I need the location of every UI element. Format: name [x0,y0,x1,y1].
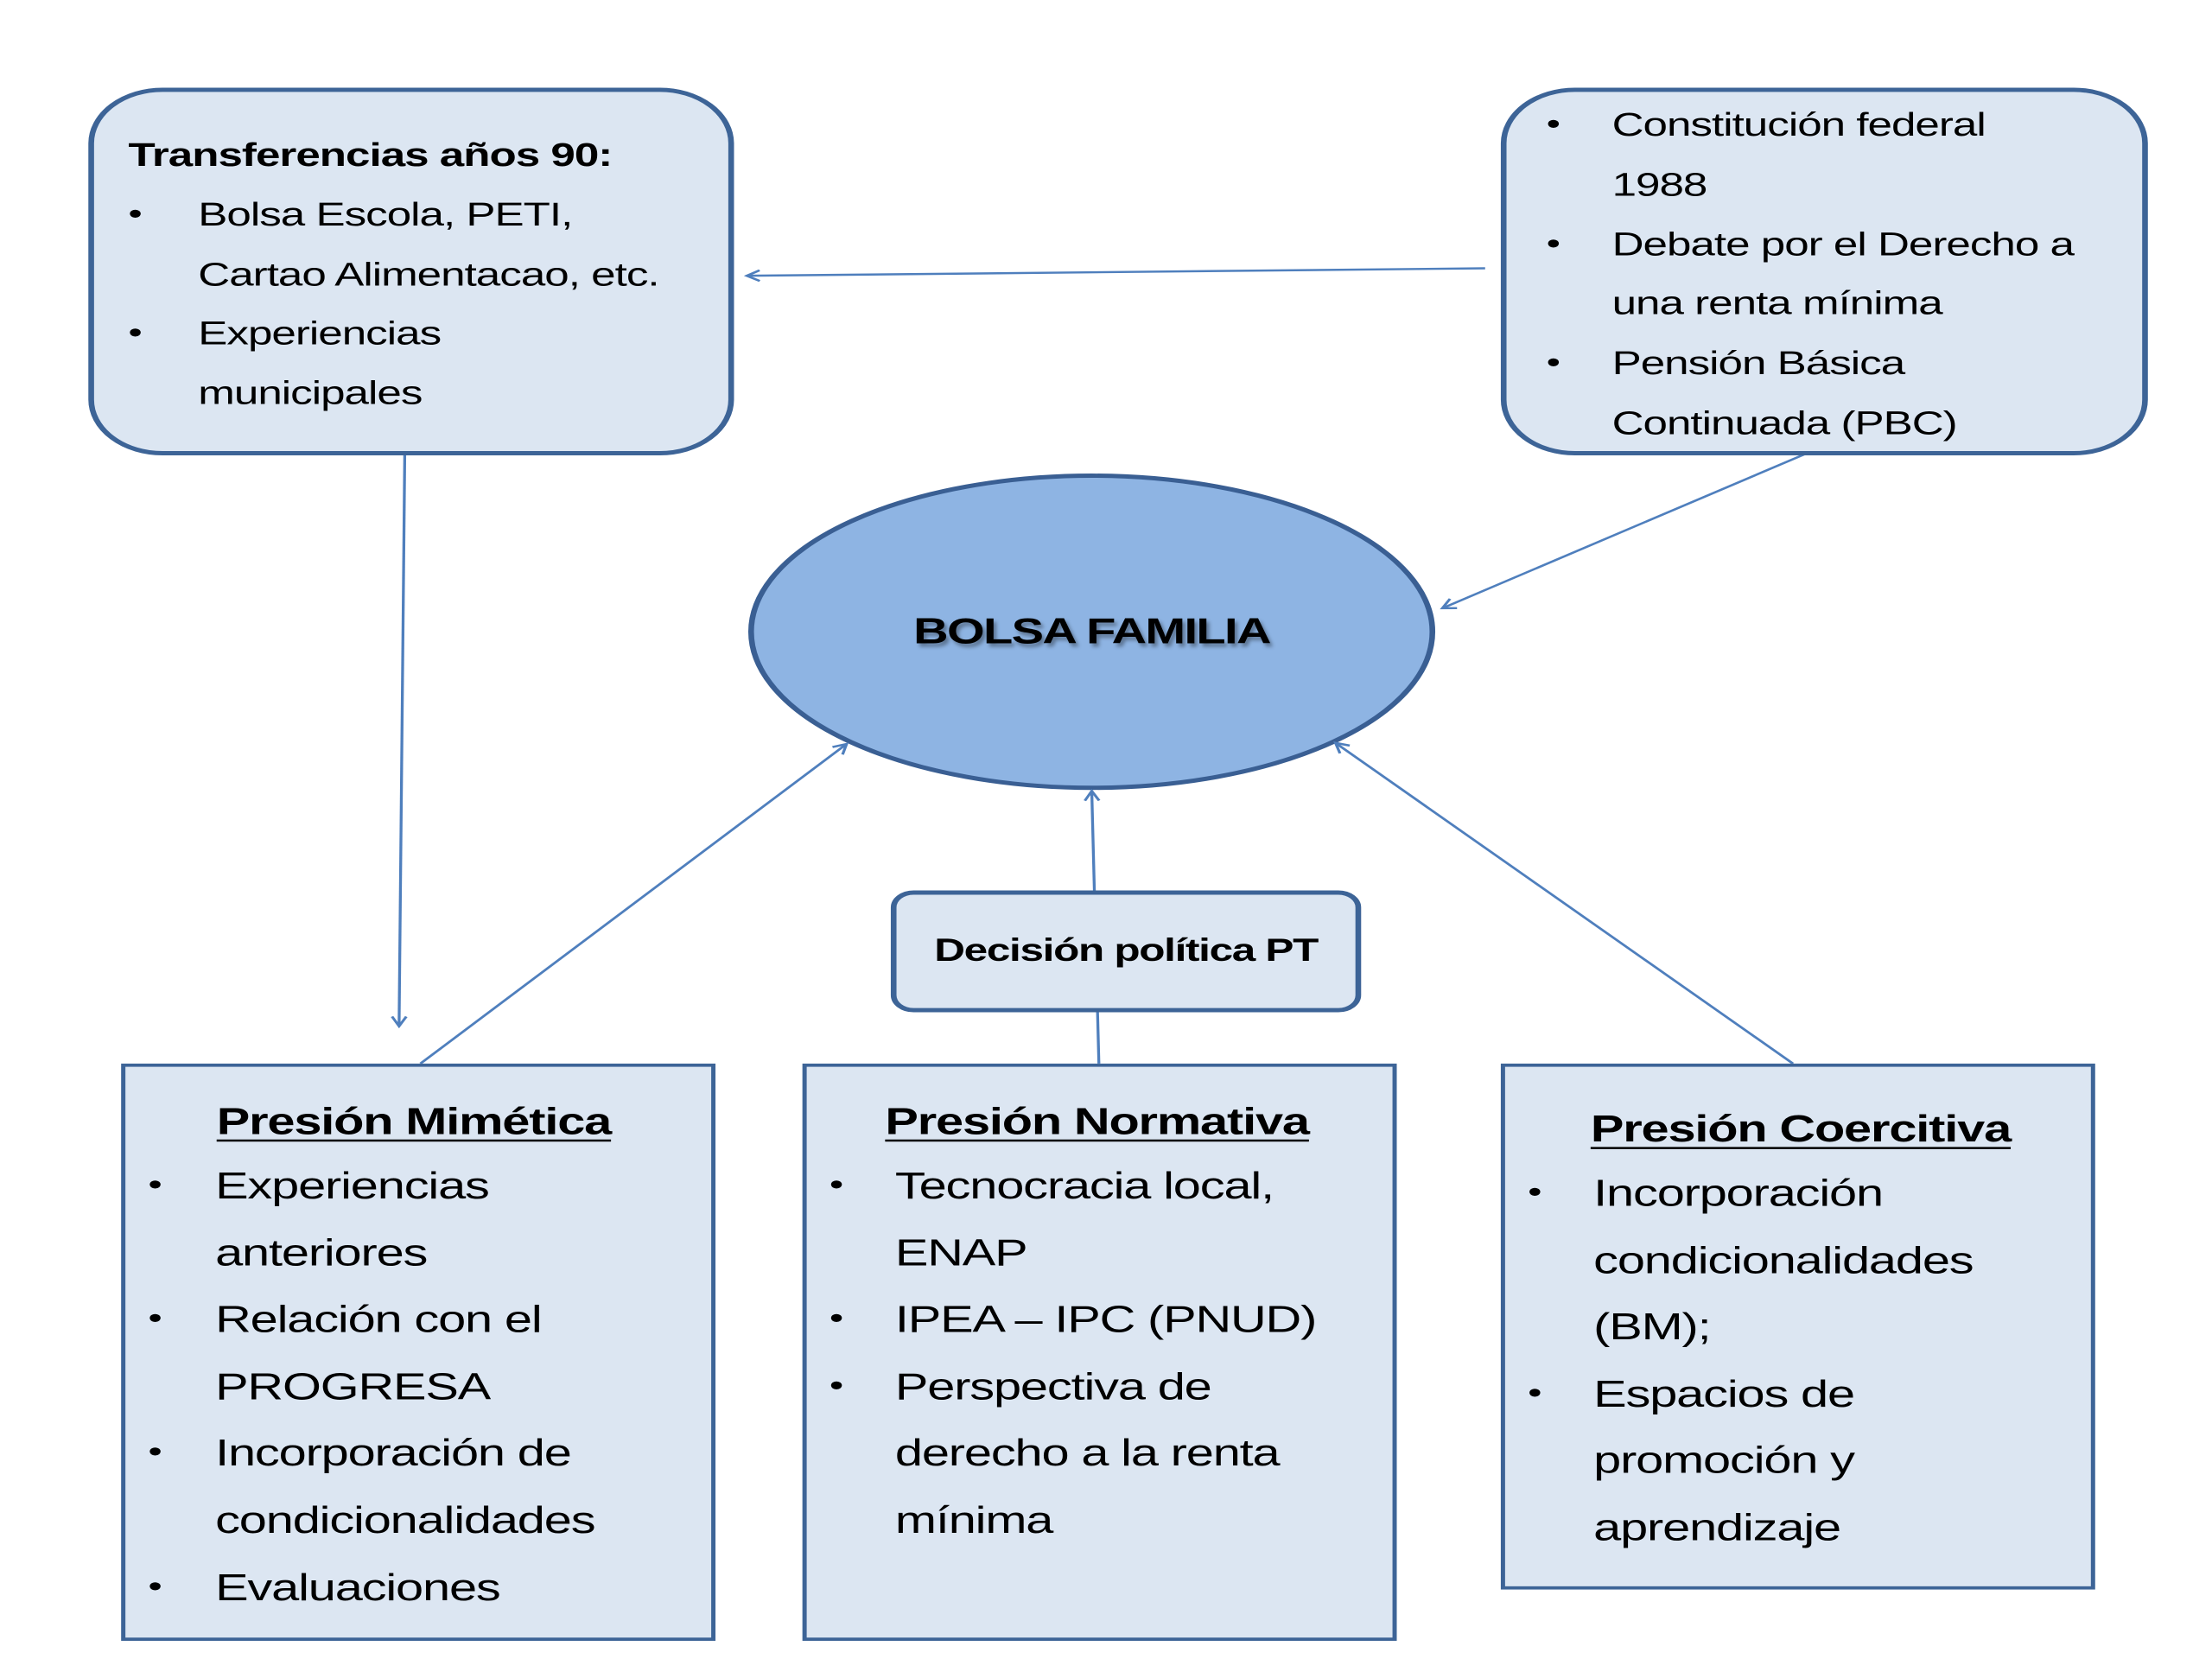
connector-arrow [747,267,1485,276]
normative-pressure-box[interactable]: Presión Normativa • Tecnocracia local, ENA… [802,1063,1397,1641]
list-item-text: Constitución federal [1611,105,1986,143]
list-item-text: condicionalidades [1593,1239,1974,1281]
bolsa-familia-label: BOLSA FAMILIA [913,611,1271,652]
list-item-text: Cartao Alimentacao, etc. [198,255,659,293]
list-item-text: 1988 [1611,165,1708,203]
top-right-box[interactable]: • Constitución federal 1988 • Debate por el … [1500,87,2148,456]
list-item-text: Pensión Básica [1611,344,1906,382]
top-left-box[interactable]: Transferencias años 90: • Bolsa Escola, P… [88,87,734,456]
coercive-title: Presión Coercitiva [1590,1108,2012,1151]
list-item-text: PROGRESA [215,1365,491,1408]
list-item-text: IPEA – IPC (PNUD) [894,1299,1317,1341]
list-item-text: (BM); [1593,1306,1711,1349]
bullet-icon: • [128,196,143,230]
decision-box[interactable] [890,890,1362,1013]
list-item-text: Bolsa Escola, PETI, [198,195,573,233]
bullet-icon: • [830,1300,844,1335]
list-item-text: aprendizaje [1593,1507,1841,1549]
bullet-icon: • [830,1368,844,1402]
bullet-icon: • [148,1568,162,1602]
list-item-text: Evaluaciones [215,1567,501,1609]
normative-title: Presión Normativa [885,1101,1310,1143]
list-item-text: Experiencias [215,1165,490,1207]
list-item-text: Debate por el Derecho a [1611,225,2075,263]
list-item-text: anteriores [215,1231,428,1274]
connector-arrow [1442,453,1806,608]
list-item-text: Espacios de [1593,1373,1855,1415]
list-item-text: mínima [894,1499,1053,1541]
bullet-icon: • [1528,1375,1542,1409]
bullet-icon: • [148,1166,162,1201]
connector-arrow [419,744,847,1065]
list-item-text: municipales [198,374,423,412]
bullet-icon: • [1546,345,1560,379]
list-item-text: Continuada (PBC) [1611,404,1958,442]
bullet-icon: • [1546,106,1560,141]
bolsa-familia-ellipse[interactable] [747,474,1436,791]
list-item-text: Experiencias [198,315,442,353]
bullet-icon: • [1528,1174,1542,1208]
bullet-icon: • [1546,226,1560,260]
top-left-title: Transferencias años 90: [128,136,613,174]
list-item-text: promoción y [1593,1440,1855,1483]
connector-arrow [399,451,405,1027]
mimetic-pressure-box[interactable]: Presión Mimética • Experiencias anteriores… [121,1063,716,1641]
decision-label: Decisión política PT [934,932,1319,969]
list-item-text: una renta mínima [1611,284,1943,322]
list-item-text: Incorporación [1593,1173,1884,1215]
list-item-text: Incorporación de [215,1433,572,1475]
list-item-text: Tecnocracia local, [894,1165,1274,1207]
bullet-icon: • [148,1300,162,1335]
list-item-text: Perspectiva de [894,1365,1212,1408]
list-item-text: ENAP [894,1231,1028,1274]
connector-arrow [1336,743,1795,1065]
bullet-icon: • [128,315,143,349]
bullet-icon: • [830,1166,844,1201]
list-item-text: Relación con el [215,1299,543,1341]
bullet-icon: • [148,1434,162,1469]
list-item-text: derecho a la renta [894,1433,1281,1475]
coercive-pressure-box[interactable]: Presión Coercitiva • Incorporación condici… [1500,1063,2095,1590]
mimetic-title: Presión Mimética [216,1101,613,1143]
list-item-text: condicionalidades [215,1499,596,1541]
